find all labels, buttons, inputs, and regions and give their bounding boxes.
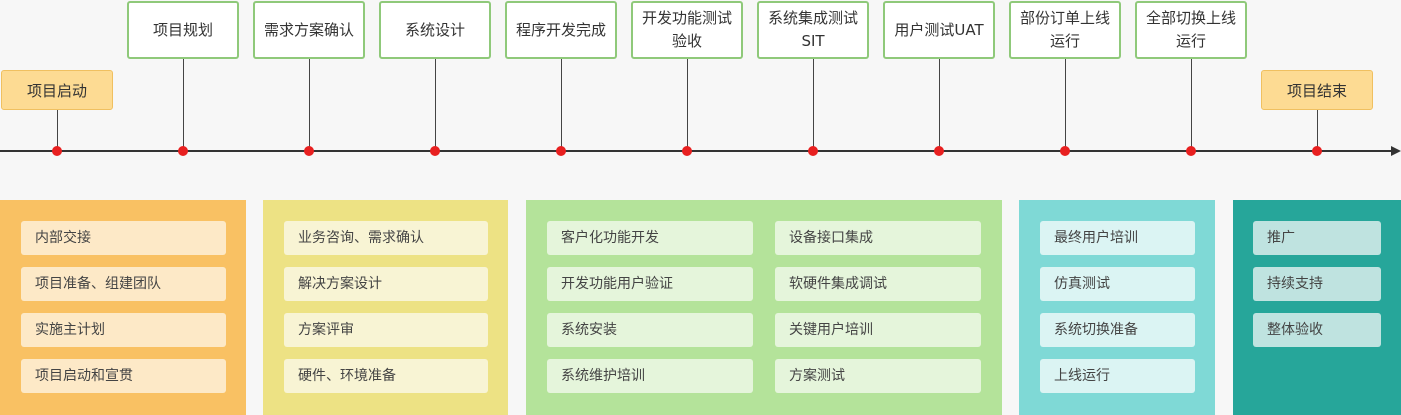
milestone-2: 需求方案确认: [253, 1, 365, 59]
milestone-stem: [561, 58, 562, 151]
milestone-9: 全部切换上线运行: [1135, 1, 1247, 59]
phase-panel-4: 最终用户培训 仿真测试 系统切换准备 上线运行: [1019, 200, 1215, 415]
milestone-stem: [939, 58, 940, 151]
panel-item: 开发功能用户验证: [547, 267, 753, 301]
milestone-6: 系统集成测试SIT: [757, 1, 869, 59]
panel-item: 解决方案设计: [284, 267, 488, 301]
panel-item: 软硬件集成调试: [775, 267, 981, 301]
milestone-dot: [1060, 146, 1070, 156]
panel-item: 实施主计划: [21, 313, 226, 347]
timeline-axis: [0, 150, 1392, 152]
milestone-stem: [813, 58, 814, 151]
milestone-8: 部份订单上线运行: [1009, 1, 1121, 59]
milestone-5: 开发功能测试验收: [631, 1, 743, 59]
panel-item: 关键用户培训: [775, 313, 981, 347]
panel-item: 系统切换准备: [1040, 313, 1195, 347]
milestone-dot: [808, 146, 818, 156]
milestone-dot: [1186, 146, 1196, 156]
panel-item: 硬件、环境准备: [284, 359, 488, 393]
panel-item: 整体验收: [1253, 313, 1381, 347]
milestone-dot: [556, 146, 566, 156]
milestone-end: 项目结束: [1261, 70, 1373, 110]
milestone-dot: [682, 146, 692, 156]
milestone-1: 项目规划: [127, 1, 239, 59]
panel-item: 设备接口集成: [775, 221, 981, 255]
panel-item: 系统安装: [547, 313, 753, 347]
panel-item: 最终用户培训: [1040, 221, 1195, 255]
milestone-stem: [687, 58, 688, 151]
panel-item: 推广: [1253, 221, 1381, 255]
end-stem: [1317, 109, 1318, 151]
milestone-stem: [1191, 58, 1192, 151]
phase-panel-5: 推广 持续支持 整体验收: [1233, 200, 1401, 415]
start-dot: [52, 146, 62, 156]
milestone-start: 项目启动: [1, 70, 113, 110]
phase-panel-2: 业务咨询、需求确认 解决方案设计 方案评审 硬件、环境准备: [263, 200, 508, 415]
milestone-stem: [435, 58, 436, 151]
milestone-dot: [304, 146, 314, 156]
panel-item: 内部交接: [21, 221, 226, 255]
milestone-dot: [178, 146, 188, 156]
phase-panel-1: 内部交接 项目准备、组建团队 实施主计划 项目启动和宣贯: [0, 200, 246, 415]
timeline: 项目启动 项目规划 需求方案确认 系统设计 程序开发完成 开发功能测试验收 系统…: [0, 0, 1401, 175]
milestone-stem: [1065, 58, 1066, 151]
panel-item: 上线运行: [1040, 359, 1195, 393]
milestone-dot: [934, 146, 944, 156]
timeline-arrow-icon: [1391, 146, 1401, 156]
panel-item: 方案测试: [775, 359, 981, 393]
panel-item: 项目准备、组建团队: [21, 267, 226, 301]
milestone-stem: [183, 58, 184, 151]
panel-item: 持续支持: [1253, 267, 1381, 301]
start-stem: [57, 109, 58, 151]
milestone-4: 程序开发完成: [505, 1, 617, 59]
panel-item: 客户化功能开发: [547, 221, 753, 255]
milestone-7: 用户测试UAT: [883, 1, 995, 59]
panel-item: 业务咨询、需求确认: [284, 221, 488, 255]
panel-item: 方案评审: [284, 313, 488, 347]
panel-item: 项目启动和宣贯: [21, 359, 226, 393]
panel-item: 系统维护培训: [547, 359, 753, 393]
milestone-dot: [430, 146, 440, 156]
end-dot: [1312, 146, 1322, 156]
panel-item: 仿真测试: [1040, 267, 1195, 301]
milestone-stem: [309, 58, 310, 151]
milestone-3: 系统设计: [379, 1, 491, 59]
phase-panel-3: 客户化功能开发 开发功能用户验证 系统安装 系统维护培训 设备接口集成 软硬件集…: [526, 200, 1002, 415]
